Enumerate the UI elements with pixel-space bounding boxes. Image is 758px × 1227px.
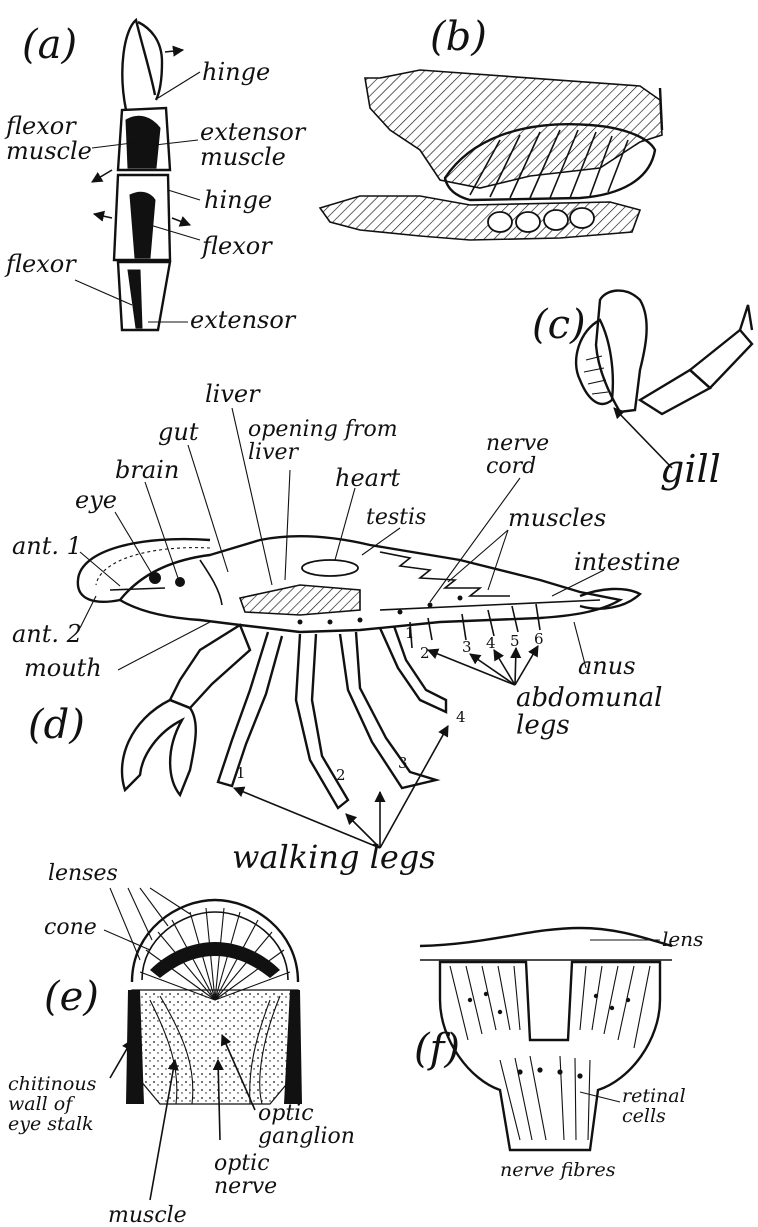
- label-optic-nerve: optic nerve: [214, 1151, 277, 1199]
- label-extensor-bottom: extensor: [190, 306, 297, 334]
- leg-segment-2: [690, 330, 752, 388]
- walk-leg-num-3: 3: [398, 754, 408, 772]
- walk-leg-num-2: 2: [336, 766, 346, 784]
- panel-a-letter: (a): [22, 22, 77, 68]
- label-line: ganglion: [258, 1124, 355, 1149]
- label-flexor-muscle: flexor muscle: [4, 112, 92, 165]
- panel-e-letter: (e): [44, 974, 99, 1020]
- label-line: muscle: [6, 137, 92, 165]
- claw-tip-finger: [138, 22, 162, 100]
- label-extensor-muscle: extensor muscle: [200, 118, 313, 171]
- label-line: liver: [248, 440, 300, 465]
- label-opening-from-liver: opening from liver: [248, 417, 405, 465]
- label-line: muscle: [200, 143, 286, 171]
- antennule: [110, 588, 165, 590]
- label-hinge-mid: hinge: [204, 186, 272, 214]
- label-line: wall of: [8, 1093, 75, 1115]
- label-lenses: lenses: [48, 861, 118, 886]
- optic-ganglion-stalk: [132, 990, 298, 1104]
- label-cone: cone: [44, 915, 97, 940]
- stomach-hatched: [240, 585, 360, 615]
- abd-leg-num-2: 2: [420, 644, 430, 662]
- claw-tip-outline: [122, 20, 155, 110]
- pigment-band: [150, 942, 280, 978]
- label-flexor-right: flexor: [200, 232, 273, 260]
- label-muscle: muscle: [108, 1203, 187, 1227]
- body-outline: [120, 536, 620, 632]
- leg-coxa: [596, 291, 647, 412]
- panel-b-gill-chamber: (b): [320, 14, 662, 240]
- label-ant1: ant. 1: [12, 532, 82, 560]
- label-intestine: intestine: [574, 548, 680, 576]
- panel-d-crayfish: (d): [12, 380, 680, 876]
- label-lens: lens: [662, 927, 703, 951]
- label-line: eye stalk: [8, 1113, 94, 1135]
- panel-b-letter: (b): [430, 14, 487, 60]
- panel-a-leg-joint: (a) hinge flexor muscle extensor muscle: [4, 20, 313, 334]
- panel-d-letter: (d): [28, 702, 85, 748]
- brain-dot: [175, 577, 185, 587]
- label-optic-ganglion: optic ganglion: [258, 1101, 355, 1149]
- label-anus: anus: [578, 652, 636, 680]
- label-muscles: muscles: [508, 504, 606, 532]
- panel-c-letter: (c): [532, 302, 586, 348]
- walk-leg-num-1: 1: [236, 764, 246, 782]
- label-brain: brain: [115, 456, 179, 484]
- abd-leg-num-1: 1: [405, 624, 415, 642]
- label-eye: eye: [75, 486, 117, 514]
- label-mouth: mouth: [24, 654, 102, 682]
- abd-leg-num-5: 5: [510, 632, 520, 650]
- label-testis: testis: [366, 505, 426, 530]
- panel-c-leg-with-gill: (c) gill: [532, 291, 752, 491]
- walking-leg-1: [218, 632, 282, 786]
- label-gill: gill: [660, 447, 721, 491]
- label-nerve-fibres: nerve fibres: [500, 1159, 616, 1181]
- eye-dot: [149, 572, 161, 584]
- extensor-muscle-block: [126, 116, 160, 168]
- label-gut: gut: [158, 418, 199, 446]
- label-walking-legs: walking legs: [232, 838, 436, 876]
- label-line: legs: [516, 710, 570, 740]
- label-flexor-left: flexor: [4, 250, 77, 278]
- abd-leg-num-4: 4: [486, 634, 496, 652]
- lens-curve: [420, 928, 672, 946]
- lower-flexor-tendon: [128, 270, 142, 328]
- label-line: cord: [486, 454, 536, 479]
- antenna-long: [78, 539, 210, 602]
- label-line: cells: [622, 1105, 666, 1127]
- abd-leg-num-3: 3: [462, 638, 472, 656]
- label-nerve-cord: nerve cord: [486, 431, 556, 479]
- abdominal-legs: [410, 604, 540, 648]
- retinal-pigment-dots: [468, 992, 630, 1079]
- panel-e-compound-eye: (e): [8, 861, 355, 1227]
- big-claw: [122, 700, 196, 795]
- label-line: nerve: [214, 1174, 277, 1199]
- label-retinal-cells: retinal cells: [622, 1085, 692, 1127]
- abd-leg-num-6: 6: [534, 630, 544, 648]
- leg-segment-1: [640, 370, 710, 414]
- label-abdominal-legs: abdomunal legs: [516, 683, 671, 740]
- heart-shape: [302, 560, 358, 576]
- panel-f-simple-eye: (f) lens retinal cells nerve fibres: [414, 927, 703, 1181]
- label-hinge-top: hinge: [202, 58, 270, 86]
- leg-lower-segment: [118, 262, 170, 330]
- label-ant2: ant. 2: [12, 620, 82, 648]
- label-heart: heart: [335, 464, 400, 492]
- claw-arm: [170, 625, 250, 708]
- retina-cells: [450, 966, 650, 1140]
- label-liver: liver: [205, 380, 261, 408]
- walk-leg-num-4: 4: [456, 708, 466, 726]
